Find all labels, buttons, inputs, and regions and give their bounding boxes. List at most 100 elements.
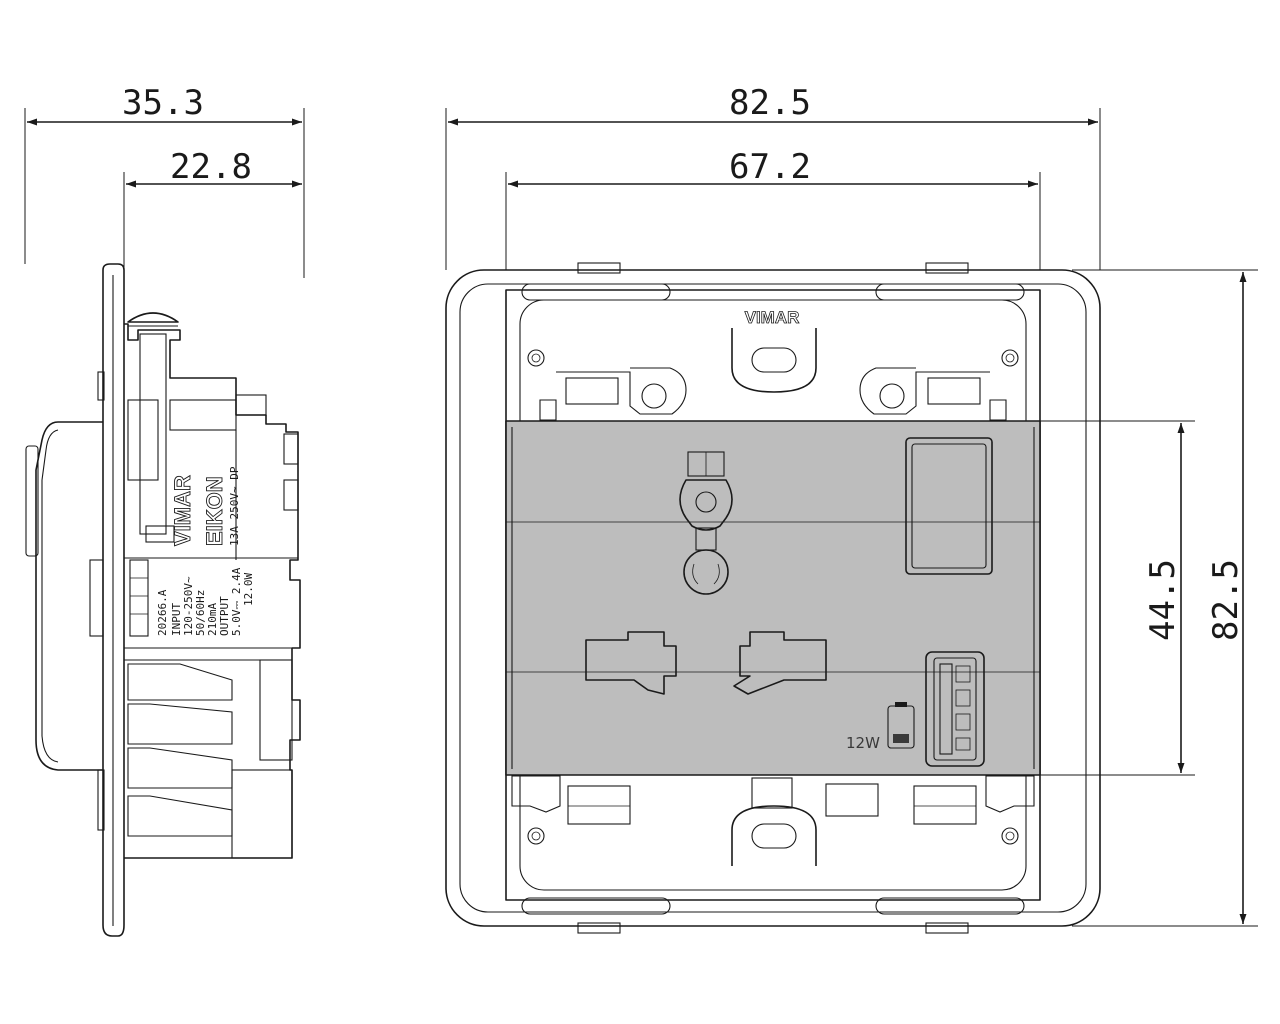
frame-tab (925, 922, 969, 934)
clamp-jaw (913, 785, 977, 825)
side-output-title: OUTPUT (218, 596, 231, 636)
mount-keyhole-bottom (731, 805, 817, 866)
housing-step (235, 394, 267, 416)
contact-wing (127, 795, 233, 837)
clamp-hole (641, 383, 667, 409)
clamp-hole (879, 383, 905, 409)
frame-slot-bottom-right (875, 897, 1025, 915)
module-face (506, 421, 1040, 775)
earth-pin-hole (679, 479, 733, 531)
side-usb-edge (89, 559, 104, 637)
rocker-switch[interactable] (905, 437, 993, 575)
contact-wing (127, 703, 233, 745)
dimension-front-overall-height: 82.5 (1206, 559, 1246, 641)
contact-wing (127, 747, 233, 789)
side-rating-mark: 13A 250V~ DP (228, 466, 241, 546)
frame-tab (925, 262, 969, 274)
side-input-title: INPUT (170, 603, 183, 636)
contact-wing (127, 663, 233, 701)
screw-icon (1001, 827, 1019, 845)
dimension-front-module-height: 44.5 (1143, 559, 1183, 641)
clamp-center-right (825, 783, 879, 817)
clamp-foot (989, 399, 1007, 421)
brand-logo: VIMAR (745, 308, 800, 327)
clamp-bottom-right (985, 775, 1035, 813)
side-brand-mark: VIMAR (170, 475, 195, 546)
usb-port[interactable] (925, 651, 985, 767)
usb-power-indicator: 12W (846, 702, 915, 752)
terminal-screw-head (127, 312, 179, 323)
side-markings: VIMAR EIKON 13A 250V~ DP 20266.A INPUT 1… (156, 466, 255, 636)
line-pin-slot[interactable] (585, 631, 677, 695)
earth-socket[interactable] (679, 451, 733, 595)
usb-module-slots (129, 559, 149, 637)
side-input-voltage: 120-250V~ (182, 576, 195, 636)
clamp-bottom-left (511, 775, 561, 813)
mount-slot-bottom (751, 823, 797, 849)
housing-tab (283, 479, 299, 511)
switch-paddle[interactable] (911, 443, 987, 569)
screw-icon (527, 349, 545, 367)
earth-pin-round (683, 549, 729, 595)
dimension-front-overall-width: 82.5 (729, 83, 811, 123)
frame-slot-bottom-left (521, 897, 671, 915)
side-series-mark: EIKON (202, 476, 227, 546)
frame-slot-top-right (875, 283, 1025, 301)
side-cover (35, 421, 103, 771)
frame-tab (577, 922, 621, 934)
frame-slot-top-left (521, 283, 671, 301)
dimension-annotations: 35.3 22.8 82.5 67.2 44.5 82.5 (24, 83, 1258, 927)
side-view: VIMAR EIKON 13A 250V~ DP 20266.A INPUT 1… (25, 263, 301, 937)
module-face-outline (505, 420, 1041, 776)
battery-level (893, 734, 909, 743)
terminal-foot (145, 525, 175, 543)
side-output-power: 12.0W (242, 573, 255, 606)
usb-tongue (939, 663, 953, 755)
clamp-jaw (565, 377, 619, 405)
battery-cap (895, 702, 907, 707)
frame-tab (577, 262, 621, 274)
side-switch-rocker (25, 445, 39, 557)
screw-icon (527, 827, 545, 845)
bottom-clamps (511, 775, 1035, 825)
plate-clip (97, 371, 105, 401)
housing-block (259, 659, 293, 761)
outer-frame-inner-edge (459, 283, 1087, 913)
clamp-left (556, 367, 687, 415)
housing-tab (283, 433, 299, 465)
earth-pin-detail (692, 563, 720, 585)
usb-socket-opening[interactable] (933, 657, 977, 761)
front-view: VIMAR (445, 262, 1101, 934)
clamp-right (859, 367, 990, 415)
side-plate (102, 263, 125, 937)
screw-icon (1001, 349, 1019, 367)
corner-screws (527, 349, 1019, 845)
side-body-outline (124, 323, 301, 859)
dimension-side-module-depth: 22.8 (170, 147, 252, 187)
clamp-foot (539, 399, 557, 421)
switch-frame (905, 437, 993, 575)
dimension-side-overall-depth: 35.3 (122, 83, 204, 123)
terminal-block (127, 399, 159, 481)
housing-block (231, 769, 293, 859)
mount-keyhole-top (731, 328, 817, 393)
terminal-post (139, 333, 167, 535)
outer-frame (445, 269, 1101, 927)
clamp-jaw (927, 377, 981, 405)
usb-power-label: 12W (846, 734, 880, 752)
side-input-current: 210mA (206, 603, 219, 636)
clamp-jaw (567, 785, 631, 825)
neutral-pin-slot[interactable] (733, 631, 827, 695)
side-input-frequency: 50/60Hz (194, 590, 207, 636)
side-code-mark: 20266.A (156, 589, 169, 636)
top-clamps (539, 367, 1007, 421)
side-cover-edge (41, 429, 59, 763)
side-output-value: 5.0V⎓ 2.4A (230, 567, 243, 636)
housing-step (169, 399, 237, 431)
mount-slot-top (751, 347, 797, 373)
dimension-front-inner-width: 67.2 (729, 147, 811, 187)
usb-socket-frame (925, 651, 985, 767)
clamp-center (751, 777, 793, 809)
earth-pin-center (695, 491, 717, 513)
